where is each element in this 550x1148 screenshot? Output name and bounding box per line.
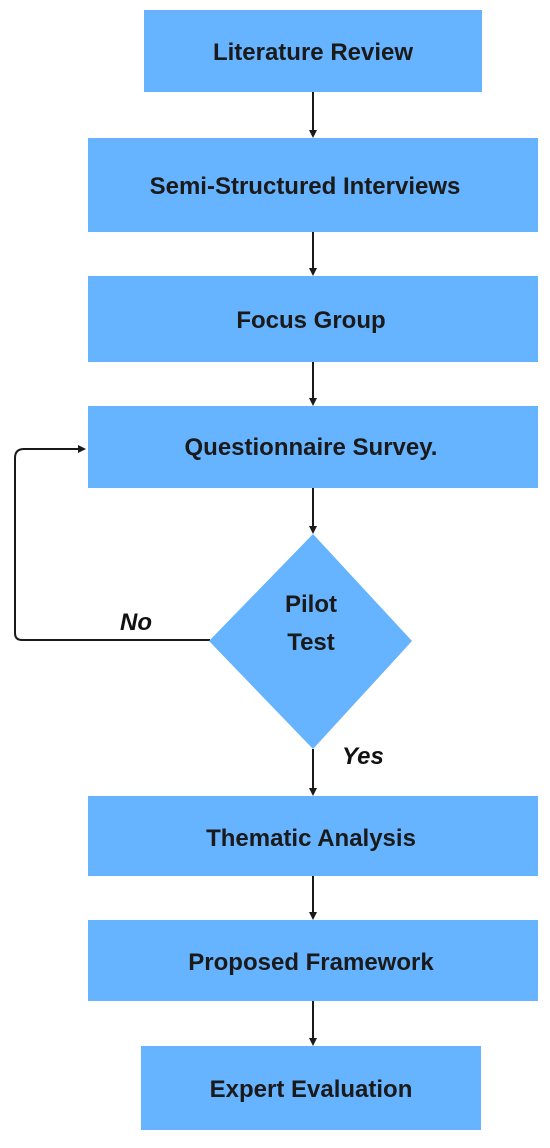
step-proposed-framework: Proposed Framework [88, 920, 538, 1001]
step-box [88, 276, 538, 362]
step-label: Semi-Structured Interviews [150, 173, 461, 200]
step-label: Focus Group [236, 307, 385, 334]
step-label: Questionnaire Survey. [185, 434, 438, 461]
step-semi-structured-interviews: Semi-Structured Interviews [88, 138, 538, 232]
step-label: Expert Evaluation [210, 1076, 413, 1103]
step-box [88, 138, 538, 232]
arrow-pilot-test-no-loop [14, 445, 210, 641]
step-box [88, 406, 538, 488]
step-box [88, 920, 538, 1001]
step-expert-evaluation: Expert Evaluation [141, 1046, 481, 1130]
step-label: Proposed Framework [188, 949, 434, 976]
step-box [144, 10, 482, 92]
step-label: Thematic Analysis [206, 825, 416, 852]
edge-label-yes: Yes [342, 743, 384, 770]
step-focus-group: Focus Group [88, 276, 538, 362]
step-questionnaire-survey: Questionnaire Survey. [88, 406, 538, 488]
connectors [14, 92, 317, 1046]
decision-pilot-test: Pilot Test [209, 534, 412, 749]
step-box [141, 1046, 481, 1130]
step-thematic-analysis: Thematic Analysis [88, 796, 538, 876]
decision-label-line-1: Pilot [285, 591, 337, 618]
decision-diamond [209, 534, 412, 749]
step-box [88, 796, 538, 876]
decision-label-line-2: Test [287, 629, 335, 656]
step-label: Literature Review [213, 39, 413, 66]
edge-label-no: No [120, 609, 152, 636]
step-literature-review: Literature Review [144, 10, 482, 92]
